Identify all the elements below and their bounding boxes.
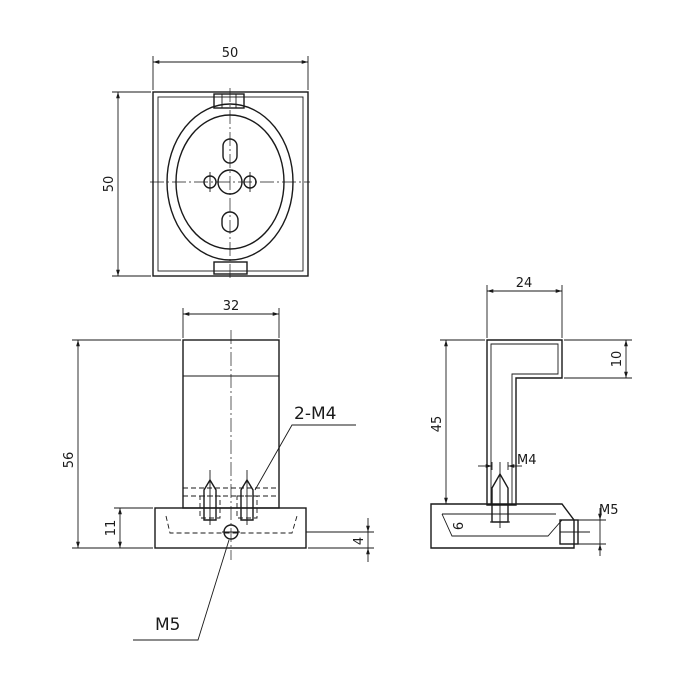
dim-arm-height: 10 [610,351,625,368]
callout-side-screw: M4 [517,453,537,468]
dim-side-height: 45 [430,416,445,433]
side-view: 24 45 10 M4 M5 6 [430,276,632,556]
callout-screw-pair: 2-M4 [294,404,336,424]
front-view: 32 56 11 4 2-M4 M5 [62,299,374,641]
dim-base-height: 11 [104,520,119,537]
dim-base-depth: 6 [452,522,467,530]
screw-left [199,470,221,525]
dim-front-height: 56 [62,452,77,469]
dim-front-width: 32 [223,299,240,314]
dim-top-height: 50 [102,176,117,193]
screw-right [236,470,258,525]
dim-side-width: 24 [516,276,533,291]
top-view: 50 50 [102,46,310,280]
dim-top-width: 50 [222,46,239,61]
callout-side-hole: M5 [599,503,619,518]
callout-bottom-hole: M5 [155,615,180,635]
dim-hole-offset: 4 [352,537,367,545]
